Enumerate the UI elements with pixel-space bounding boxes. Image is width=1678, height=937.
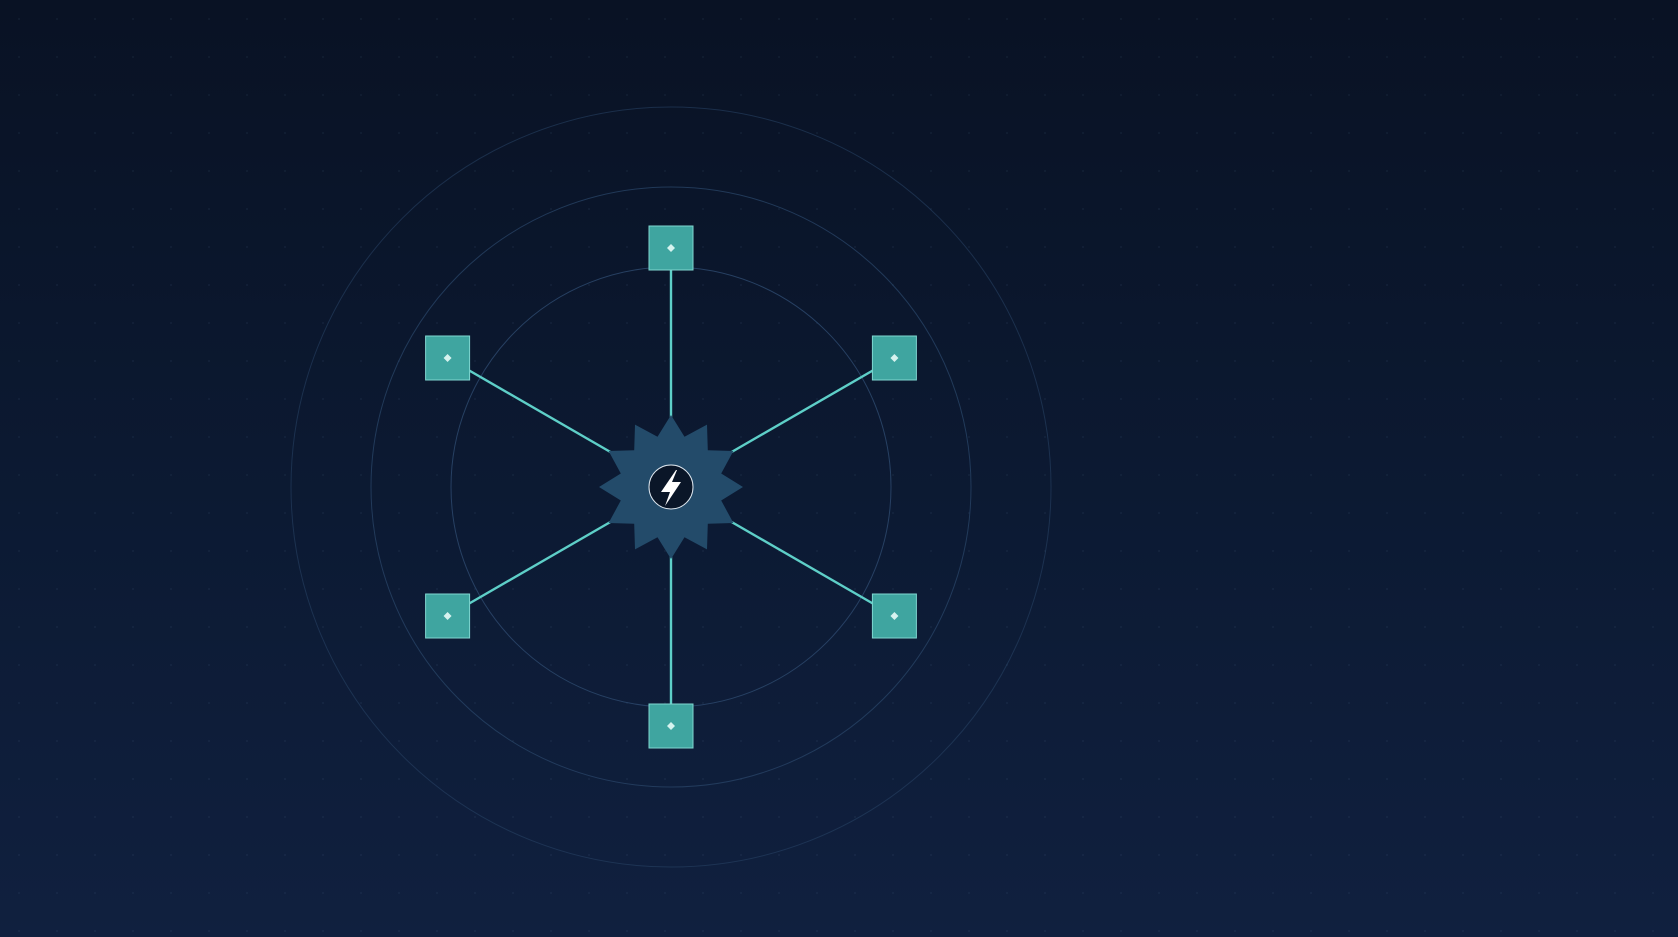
node-box bbox=[871, 335, 917, 381]
ring-outer bbox=[290, 106, 1052, 868]
node-upper-left[interactable] bbox=[425, 335, 471, 381]
diamond-dot-icon bbox=[890, 612, 899, 620]
node-lower-left[interactable] bbox=[425, 593, 471, 639]
central-hub[interactable] bbox=[599, 415, 743, 559]
connector-node-lower-left bbox=[463, 513, 624, 608]
ring-middle bbox=[370, 186, 972, 788]
diamond-dot-icon bbox=[443, 354, 452, 362]
node-bottom[interactable] bbox=[648, 703, 694, 749]
connector-node-lower-right bbox=[718, 513, 879, 608]
diamond-dot-icon bbox=[890, 354, 899, 362]
diamond-dot-icon bbox=[667, 722, 675, 730]
connector-lines bbox=[463, 266, 879, 708]
diamond-dot-icon bbox=[667, 244, 675, 252]
connector-node-upper-left bbox=[463, 366, 624, 461]
node-top[interactable] bbox=[648, 225, 694, 271]
connector-node-upper-right bbox=[718, 366, 879, 461]
node-lower-right[interactable] bbox=[871, 593, 917, 639]
lightning-bolt-icon bbox=[661, 470, 681, 506]
satellite-nodes bbox=[425, 225, 917, 749]
node-upper-right[interactable] bbox=[871, 335, 917, 381]
diamond-dot-icon bbox=[443, 612, 452, 620]
